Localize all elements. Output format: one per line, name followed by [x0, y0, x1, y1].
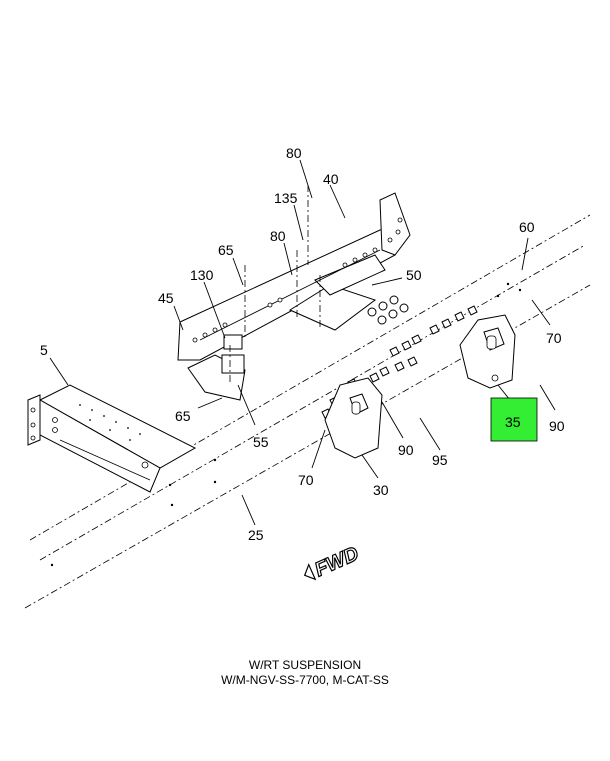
fwd-arrow-icon [303, 563, 317, 581]
callout-60: 60 [519, 219, 535, 235]
crossmember-assembly [177, 192, 411, 401]
caption-line-1: W/RT SUSPENSION [248, 658, 362, 672]
highlight-box-35 [490, 397, 538, 442]
callout-35: 35 [505, 414, 521, 430]
callout-25: 25 [248, 527, 264, 543]
fwd-label: FWD [312, 543, 363, 582]
callout-90-mid: 90 [398, 442, 414, 458]
callout-5: 5 [40, 342, 48, 358]
callout-labels: 80 40 135 80 65 130 45 5 50 60 70 90 35 … [40, 145, 565, 543]
nut-cluster [367, 295, 409, 325]
callout-70-right: 70 [546, 330, 562, 346]
callout-135: 135 [274, 190, 298, 206]
callout-65-top: 65 [218, 242, 234, 258]
callout-130: 130 [190, 267, 214, 283]
leader-lines [49, 159, 556, 526]
callout-70-left: 70 [298, 472, 314, 488]
bolt-studs [229, 185, 321, 385]
callout-80-mid: 80 [270, 228, 286, 244]
callout-80-top: 80 [286, 145, 302, 161]
hanger-bracket-35 [459, 314, 516, 389]
callout-45: 45 [158, 290, 174, 306]
callout-30: 30 [373, 482, 389, 498]
callout-55: 55 [253, 434, 269, 450]
fwd-direction-indicator: FWD [303, 542, 363, 582]
callout-95: 95 [432, 452, 448, 468]
callout-65-bottom: 65 [175, 408, 191, 424]
frame-rail [27, 384, 197, 493]
hanger-bracket-30 [324, 377, 383, 459]
callout-90-right: 90 [549, 418, 565, 434]
callout-40: 40 [323, 171, 339, 187]
caption-line-2: W/M-NGV-SS-7700, M-CAT-SS [221, 673, 389, 687]
callout-50: 50 [406, 267, 422, 283]
